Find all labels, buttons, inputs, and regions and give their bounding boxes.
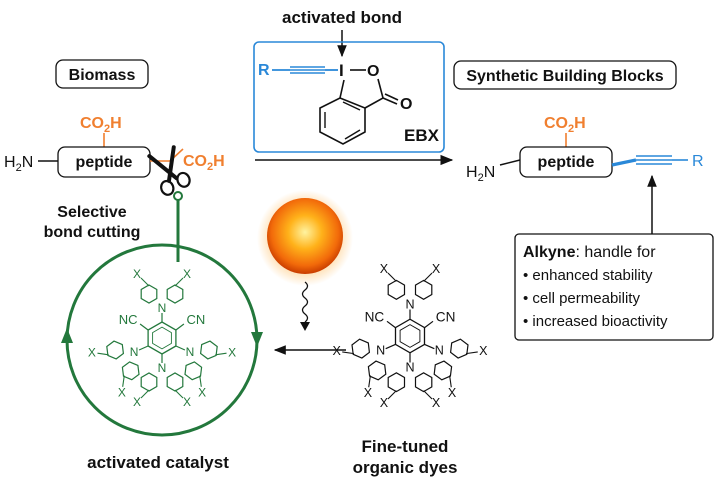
scissors-dot	[173, 191, 183, 201]
alkyne-box	[514, 233, 714, 341]
alkyne-item-2: • cell permeability	[523, 290, 640, 307]
x-substituent: X	[380, 396, 389, 410]
left-peptide-label: peptide	[76, 154, 133, 171]
alkyne-item-1: • enhanced stability	[523, 267, 653, 284]
x-substituent: X	[432, 262, 441, 276]
right-peptide-label: peptide	[538, 154, 595, 171]
x-substituent: X	[432, 396, 441, 410]
biomass-label: Biomass	[69, 67, 136, 84]
building-blocks-box	[453, 60, 677, 90]
left-co2h-right: CO2H	[183, 153, 225, 173]
alkyne-title: Alkyne: handle for	[523, 244, 656, 261]
catalyst-cycle	[65, 243, 259, 437]
selective-label-line1: Selective	[57, 204, 126, 221]
ebx-structure: R I O O EBX	[258, 61, 440, 145]
right-h2n: H2N	[466, 164, 495, 184]
x-substituent: X	[364, 386, 373, 400]
x-substituent: X	[198, 385, 206, 399]
x-substituent: X	[332, 344, 341, 358]
ebx-carbonyl-o: O	[400, 96, 412, 113]
left-co2h-top: CO2H	[80, 115, 122, 135]
biomass-box	[55, 59, 149, 89]
wavy-arrow-icon	[301, 281, 309, 323]
biomass-peptide: CO2H H2N peptide CO2H	[4, 115, 225, 178]
wavy-arrow-head	[300, 322, 310, 331]
ebx-box	[253, 41, 445, 153]
selective-label-line2: bond cutting	[44, 224, 141, 241]
activated-catalyst-label: activated catalyst	[87, 453, 229, 472]
sun-icon	[267, 198, 343, 274]
right-co2h: CO2H	[544, 115, 586, 135]
x-substituent: X	[380, 262, 389, 276]
x-substituent: X	[479, 344, 488, 358]
nitrogen-atom: N	[130, 345, 139, 359]
nitrogen-atom: N	[158, 301, 167, 315]
nitrile-right: CN	[436, 309, 456, 324]
x-substituent: X	[133, 395, 141, 409]
dyes-label-line2: organic dyes	[353, 458, 458, 477]
nitrogen-atom: N	[435, 344, 444, 358]
right-r-label: R	[692, 153, 704, 170]
x-substituent: X	[448, 386, 457, 400]
left-h2n: H2N	[4, 154, 33, 174]
ebx-label: EBX	[404, 126, 440, 145]
cycle-arrowhead-right	[251, 332, 263, 347]
x-substituent: X	[183, 267, 191, 281]
nitrogen-atom: N	[158, 361, 167, 375]
cycle-arrowhead-left	[61, 328, 73, 343]
nitrile-left: NC	[119, 312, 138, 327]
ebx-oxygen: O	[367, 63, 379, 80]
x-substituent: X	[183, 395, 191, 409]
ebx-r-label: R	[258, 62, 270, 79]
x-substituent: X	[88, 345, 96, 359]
x-substituent: X	[228, 345, 236, 359]
x-substituent: X	[118, 385, 126, 399]
nitrile-left: NC	[365, 309, 385, 324]
left-peptide-box	[57, 146, 151, 178]
product-peptide: CO2H H2N peptide R	[466, 115, 704, 184]
scissors-icon	[147, 145, 191, 196]
building-blocks-label: Synthetic Building Blocks	[466, 68, 663, 85]
alkyne-item-3: • increased bioactivity	[523, 313, 668, 330]
nitrogen-atom: N	[186, 345, 195, 359]
dyes-label-line1: Fine-tuned	[362, 437, 449, 456]
ebx-iodine: I	[339, 61, 344, 80]
nitrile-right: CN	[187, 312, 206, 327]
activated-bond-label: activated bond	[282, 8, 402, 27]
nitrogen-atom: N	[376, 344, 385, 358]
nitrogen-atom: N	[405, 361, 414, 375]
x-substituent: X	[133, 267, 141, 281]
nitrogen-atom: N	[405, 298, 414, 312]
right-peptide-box	[519, 146, 613, 178]
